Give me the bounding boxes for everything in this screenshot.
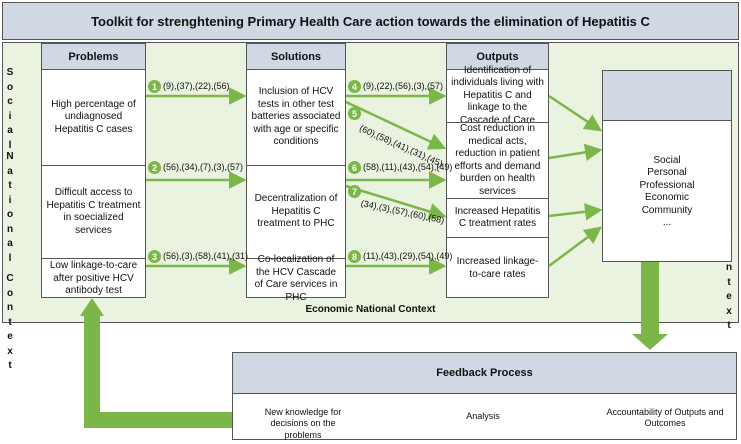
output-item: Increased linkage-to-care rates [447, 237, 548, 299]
link-badge-8: 8 [348, 250, 361, 263]
link-refs-6: (58),(11),(43),(54),(49) [363, 162, 453, 172]
outcomes-down-arrow-shaft [641, 262, 659, 336]
link-badge-4: 4 [348, 80, 361, 93]
diagram-title: Toolkit for strenghtening Primary Health… [2, 2, 739, 40]
outcomes-header [603, 71, 731, 121]
arrow-out-1 [548, 94, 603, 132]
solution-item: Decentralization of Hepatitis C treatmen… [247, 165, 345, 258]
link-badge-5: 5 [348, 107, 361, 120]
feedback-loop [84, 312, 232, 428]
outcome-list: Social Personal Professional Economic Co… [603, 121, 731, 263]
link-badge-3: 3 [148, 250, 161, 263]
solution-item: Co-localization of the HCV Cascade of Ca… [247, 254, 345, 303]
outcome-item: ... [662, 217, 672, 228]
link-refs-2: (56),(34),(7),(3),(57) [163, 162, 244, 172]
feedback-header: Feedback Process [233, 353, 736, 394]
outcome-item: Economic [645, 192, 689, 203]
feedback-loop-head [80, 298, 104, 316]
economic-context-label: Economic National Context [305, 304, 436, 315]
problem-item: High percentage of undiagnosed Hepatitis… [51, 98, 136, 135]
solution-item: Inclusion of HCV tests in other test bat… [251, 86, 341, 148]
outputs-header: Outputs [447, 44, 548, 70]
outcome-item: Community [641, 204, 693, 216]
link-refs-3: (56),(3),(58),(41),(31) [163, 251, 249, 261]
link-badge-1: 1 [148, 80, 161, 93]
outcome-item: Professional [639, 179, 695, 191]
arrow-7 [345, 184, 447, 220]
feedback-item: Accountability of Outputs and Outcomes [606, 407, 724, 429]
outcomes-down-arrow-head [632, 334, 668, 350]
feedback-item: New knowledge for decisions on the probl… [264, 407, 342, 440]
arrow-5 [345, 100, 447, 150]
problem-item: Difficult access to Hepatitis C treatmen… [42, 165, 145, 258]
solutions-column: Solutions Inclusion of HCV tests in othe… [246, 43, 346, 303]
feedback-item: Analysis [466, 411, 500, 421]
arrow-out-3 [548, 203, 603, 221]
problem-item: Low linkage-to-care after positive HCV a… [42, 258, 145, 299]
output-item: Cost reduction in medical acts, reductio… [447, 122, 548, 198]
outputs-column: Outputs Identification of individuals li… [446, 43, 549, 298]
arrow-out-2 [548, 143, 603, 161]
problems-column: Problems High percentage of undiagnosed … [41, 43, 146, 298]
output-item: Increased Hepatitis C treatment rates [447, 198, 548, 237]
outcome-item: Social [653, 154, 681, 166]
link-refs-1: (9),(37),(22),(56) [163, 81, 230, 91]
feedback-process-box: Feedback Process New knowledge for decis… [232, 352, 737, 440]
link-refs-4: (9),(22),(56),(3),(57) [363, 81, 444, 91]
arrow-out-4 [548, 226, 603, 268]
link-badge-2: 2 [148, 161, 161, 174]
link-badge-6: 6 [348, 161, 361, 174]
problems-header: Problems [42, 44, 145, 70]
outcome-item: Personal [647, 167, 687, 178]
link-badge-7: 7 [348, 185, 361, 198]
link-refs-8: (11),(43),(29),(54),(49) [363, 251, 453, 261]
output-item: Identification of individuals living wit… [451, 64, 544, 126]
solutions-header: Solutions [247, 44, 345, 70]
outcomes-column: Social Personal Professional Economic Co… [602, 70, 732, 262]
